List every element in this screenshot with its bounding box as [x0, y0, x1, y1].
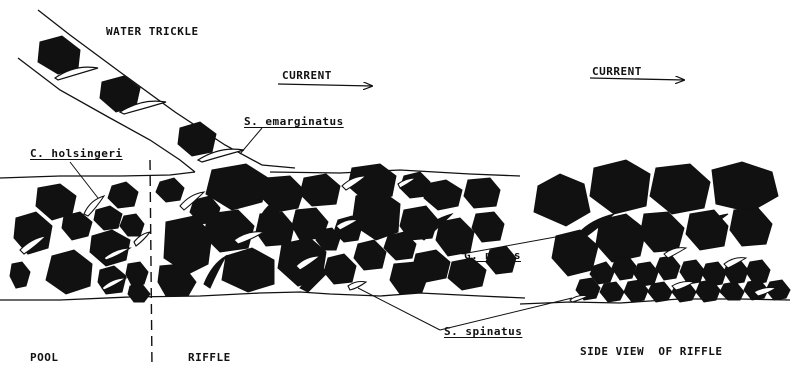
current-label-main: CURRENT	[282, 70, 332, 81]
trickle-rocks	[38, 36, 216, 156]
s-spinatus-label: S. spinatus	[444, 326, 522, 337]
current-label-side: CURRENT	[592, 66, 642, 77]
pool-riffle-divider	[150, 160, 152, 368]
riffle-label: RIFFLE	[188, 352, 231, 363]
pool-label: POOL	[30, 352, 59, 363]
c-holsingeri-label: C. holsingeri	[30, 148, 123, 159]
side-view-rocks	[534, 160, 790, 302]
s-emarginatus-label: S. emarginatus	[244, 116, 344, 127]
current-arrow-side	[590, 78, 684, 80]
side-view-label: SIDE VIEW OF RIFFLE	[580, 346, 722, 357]
water-trickle-label: WATER TRICKLE	[106, 26, 199, 37]
current-arrow-main	[278, 84, 372, 86]
g-minus-label: G. minus	[464, 250, 521, 261]
